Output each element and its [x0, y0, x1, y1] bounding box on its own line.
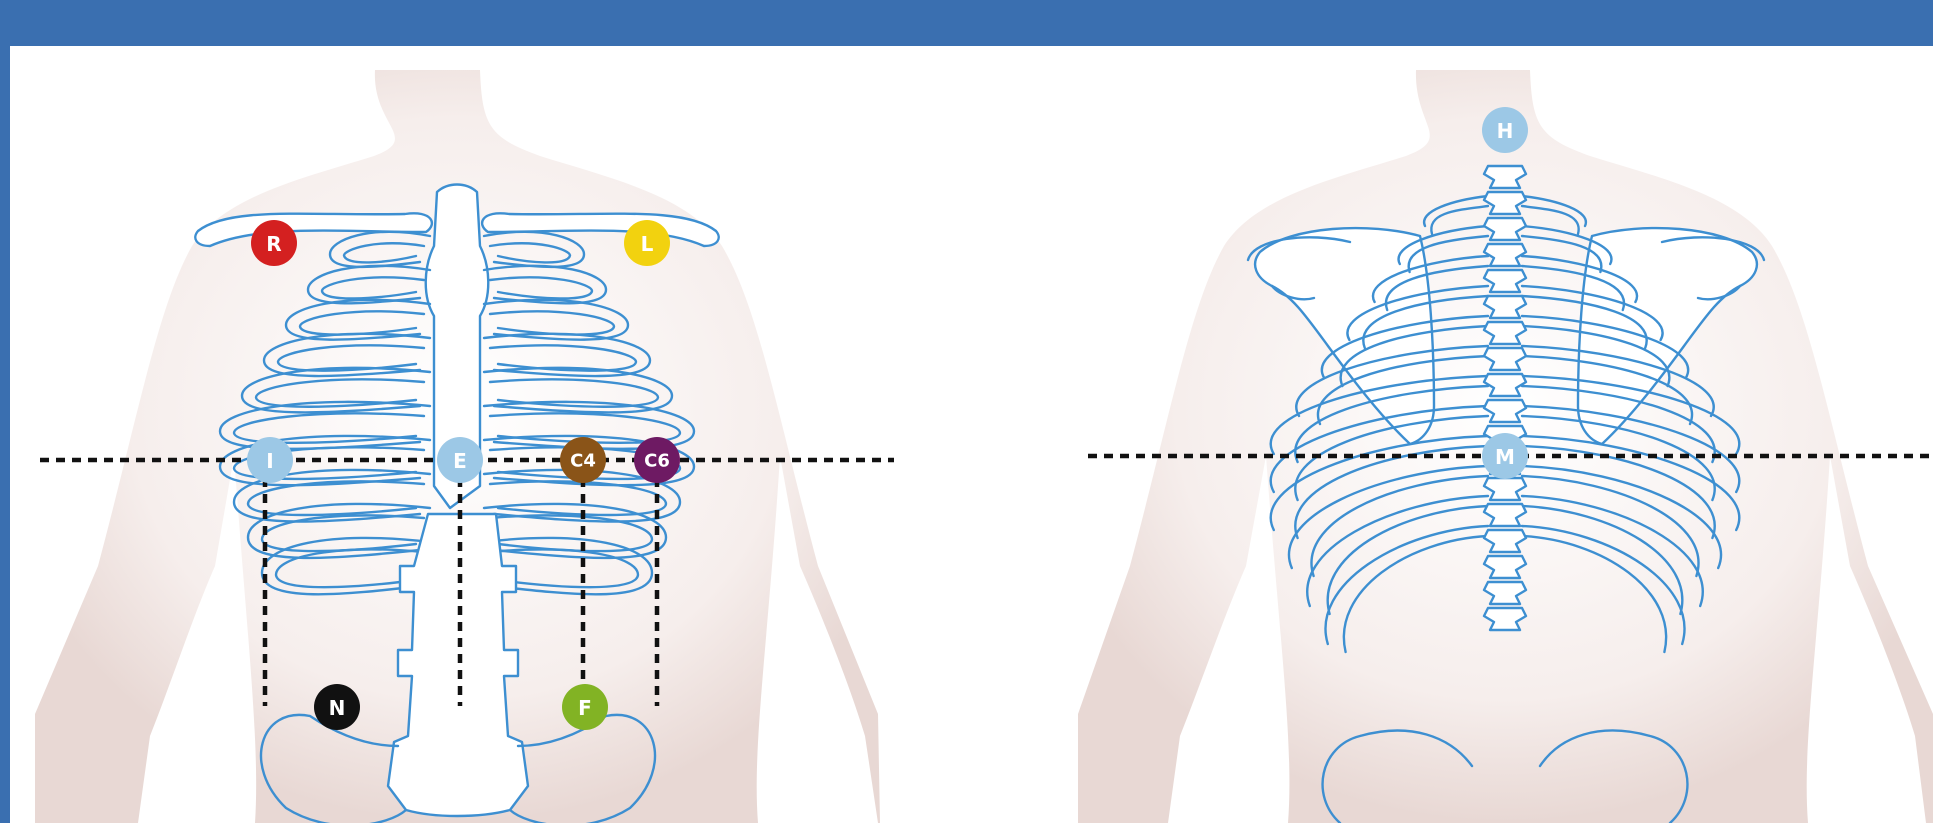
electrode-C4-label: C4: [570, 451, 596, 472]
front-torso-view: R L I E C4: [35, 70, 894, 823]
electrode-I[interactable]: I: [247, 437, 293, 483]
electrode-L[interactable]: L: [624, 220, 670, 266]
electrode-R-label: R: [266, 232, 281, 256]
electrode-L-label: L: [641, 232, 654, 256]
diagram-svg: R L I E C4: [10, 46, 1933, 823]
back-torso-view: H M: [1078, 70, 1933, 823]
electrode-I-label: I: [266, 449, 273, 473]
electrode-C6-label: C6: [644, 451, 670, 472]
electrode-M[interactable]: M: [1482, 433, 1528, 479]
electrode-C6[interactable]: C6: [634, 437, 680, 483]
electrode-E[interactable]: E: [437, 437, 483, 483]
electrode-N[interactable]: N: [314, 684, 360, 730]
electrode-R[interactable]: R: [251, 220, 297, 266]
diagram-canvas: R L I E C4: [10, 46, 1933, 823]
electrode-F-label: F: [578, 696, 592, 720]
header-band: [0, 0, 1933, 46]
electrode-F[interactable]: F: [562, 684, 608, 730]
electrode-H[interactable]: H: [1482, 107, 1528, 153]
electrode-N-label: N: [329, 696, 346, 720]
electrode-H-label: H: [1497, 119, 1514, 143]
electrode-C4[interactable]: C4: [560, 437, 606, 483]
electrode-E-label: E: [453, 449, 467, 473]
electrode-M-label: M: [1495, 445, 1515, 469]
